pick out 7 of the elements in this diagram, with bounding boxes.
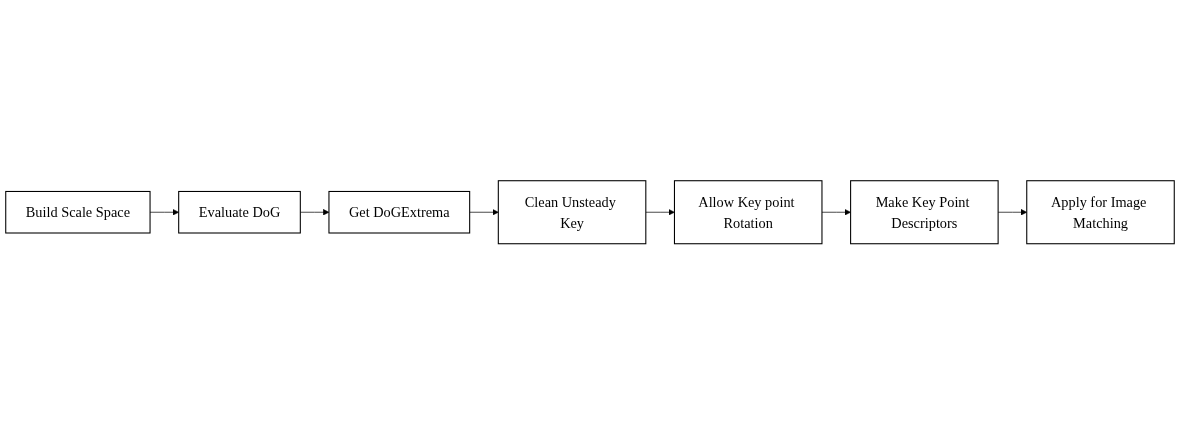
node-box: Get DoGExtrema [328, 190, 471, 234]
node-box: Apply for Image Matching [1026, 179, 1175, 245]
node-box: Evaluate DoG [178, 190, 301, 234]
node-box: Clean Unsteady Key [497, 179, 647, 245]
node-box: Make Key Point Descriptors [850, 179, 999, 245]
node-box: Build Scale Space [5, 190, 151, 234]
node-box: Allow Key point Rotation [673, 179, 823, 245]
